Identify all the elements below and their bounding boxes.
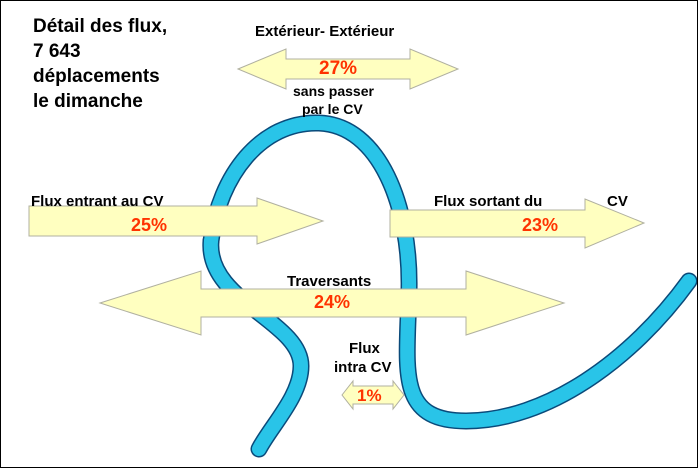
diagram-title: Détail des flux, 7 643 déplacements le d… [33, 14, 167, 114]
entrant-arrow [28, 197, 325, 245]
intra-label-line-1: Flux [349, 340, 380, 357]
entrant-label: Flux entrant au CV [31, 193, 164, 210]
exterieur-note-line-1: sans passer [293, 83, 374, 99]
entrant-value: 25% [131, 215, 168, 235]
sortant-label-cv: CV [607, 193, 628, 210]
sortant-arrow [389, 198, 646, 249]
traversants-arrow [98, 270, 566, 336]
exterieur-value: 27% [319, 58, 358, 79]
exterieur-label: Extérieur- Extérieur [255, 23, 395, 40]
title-line-4: le dimanche [33, 91, 143, 112]
river [204, 115, 696, 429]
traversants-value: 24% [314, 292, 351, 312]
river-outline [202, 114, 697, 430]
exterieur-arrow [236, 48, 460, 90]
title-line-1: Détail des flux, [33, 16, 168, 37]
sortant-label: Flux sortant du [434, 193, 543, 210]
title-line-3: déplacements [33, 66, 160, 87]
intra-label-line-2: intra CV [334, 359, 392, 376]
intra-value: 1% [357, 386, 382, 405]
traversants-label: Traversants [287, 273, 372, 290]
intra-arrow [341, 379, 405, 411]
sortant-value: 23% [522, 215, 559, 235]
title-line-2: 7 643 [33, 41, 81, 62]
exterieur-note-line-2: par le CV [302, 101, 363, 117]
river-lower [203, 234, 309, 456]
